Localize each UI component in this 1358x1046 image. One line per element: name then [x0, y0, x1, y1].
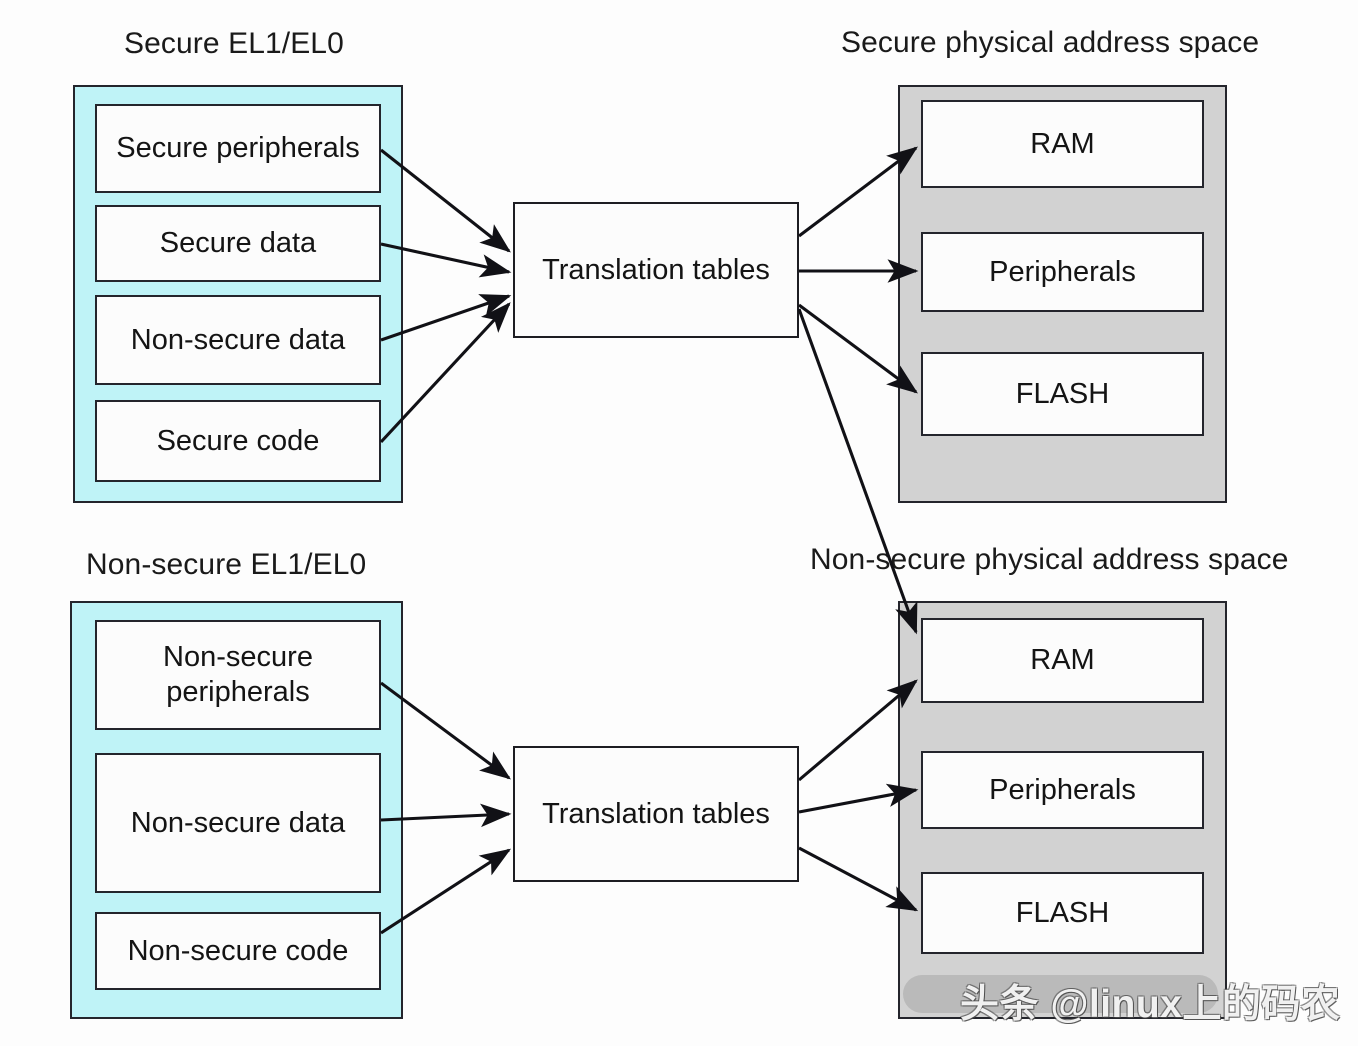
leaf-label: Non-secure data: [130, 806, 346, 839]
secure-world-item-secure-code[interactable]: Secure code: [95, 400, 381, 482]
secure-world-title: Secure EL1/EL0: [124, 27, 344, 60]
secure-world-item-secure-peripherals[interactable]: Secure peripherals: [95, 104, 381, 193]
nonsecure-pas-item-flash[interactable]: FLASH: [921, 872, 1204, 954]
nonsecure-pas-title: Non-secure physical address space: [810, 543, 1289, 576]
translation-tables-label: Translation tables: [542, 253, 770, 286]
secure-translation-tables-box[interactable]: Translation tables: [513, 202, 799, 338]
nonsecure-pas-item-peripherals[interactable]: Peripherals: [921, 751, 1204, 829]
leaf-label: Non-secure code: [127, 934, 349, 967]
nonsecure-world-item-non-secure-code[interactable]: Non-secure code: [95, 912, 381, 990]
leaf-label: FLASH: [1015, 377, 1110, 410]
nonsecure-world-item-non-secure-peripherals[interactable]: Non-secure peripherals: [95, 620, 381, 730]
leaf-label: Peripherals: [989, 773, 1136, 806]
secure-pas-item-flash[interactable]: FLASH: [921, 352, 1204, 436]
leaf-label: Secure data: [159, 227, 317, 260]
secure-world-item-non-secure-data[interactable]: Non-secure data: [95, 295, 381, 385]
secure-pas-item-peripherals[interactable]: Peripherals: [921, 232, 1204, 312]
leaf-label: RAM: [1030, 644, 1095, 677]
nonsecure-translation-tables-box[interactable]: Translation tables: [513, 746, 799, 882]
leaf-label: FLASH: [1015, 896, 1110, 929]
nonsecure-pas-item-ram[interactable]: RAM: [921, 618, 1204, 703]
leaf-label: Secure peripherals: [116, 131, 360, 164]
leaf-label: Non-secure peripherals: [163, 640, 313, 708]
leaf-label: Non-secure data: [130, 323, 346, 356]
secure-world-item-secure-data[interactable]: Secure data: [95, 205, 381, 282]
translation-tables-label: Translation tables: [542, 797, 770, 830]
nonsecure-world-item-non-secure-data[interactable]: Non-secure data: [95, 753, 381, 893]
secure-pas-title: Secure physical address space: [841, 26, 1260, 59]
nonsecure-world-title: Non-secure EL1/EL0: [86, 548, 367, 581]
leaf-label: RAM: [1030, 127, 1095, 160]
secure-pas-item-ram[interactable]: RAM: [921, 100, 1204, 188]
leaf-label: Secure code: [156, 424, 320, 457]
leaf-label: Peripherals: [989, 255, 1136, 288]
